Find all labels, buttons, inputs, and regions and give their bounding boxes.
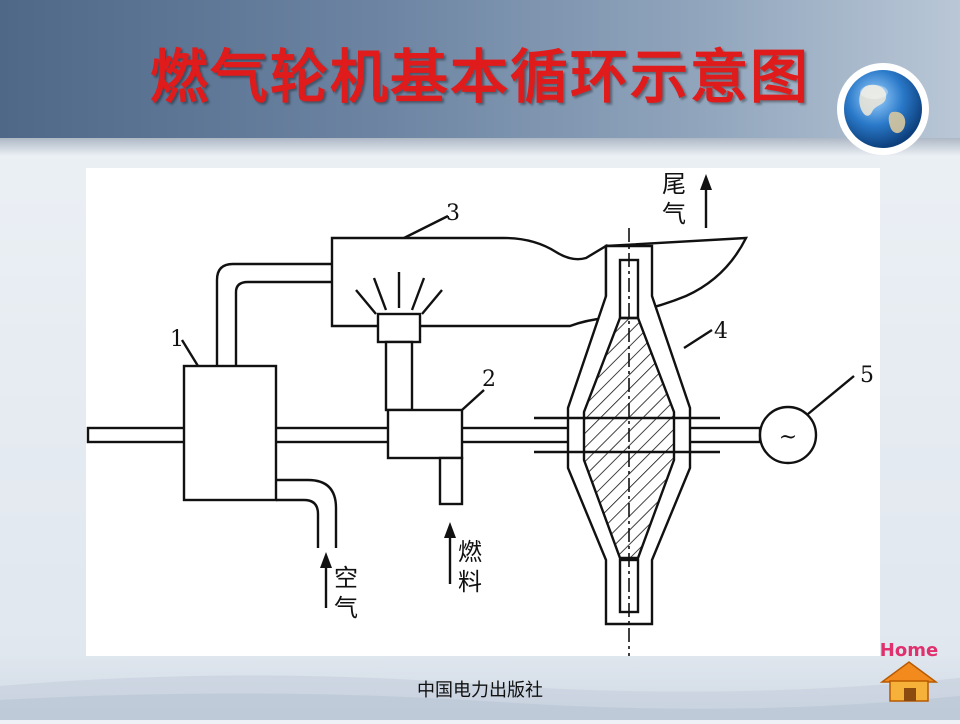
label-4: 4	[714, 319, 728, 344]
fuel-line-vertical	[384, 340, 414, 412]
slide-header	[0, 0, 960, 138]
compressor	[182, 364, 278, 502]
label-3: 3	[446, 201, 460, 226]
globe-icon	[836, 62, 930, 156]
combustion-chamber	[330, 236, 608, 328]
house-icon	[879, 661, 939, 702]
label-air-2: 气	[334, 594, 358, 622]
fuel-nozzle	[376, 312, 422, 344]
label-fuel-2: 料	[458, 568, 482, 596]
label-exhaust-1: 尾	[662, 170, 686, 198]
home-button[interactable]: Home	[876, 636, 942, 704]
publisher-footer: 中国电力出版社	[417, 680, 543, 701]
generator-symbol: ~	[779, 425, 797, 450]
fuel-pump	[386, 408, 464, 460]
label-air-1: 空	[334, 564, 358, 592]
compressed-air-duct	[215, 262, 332, 366]
generator	[758, 405, 818, 465]
slide-title: 燃气轮机基本循环示意图	[149, 43, 810, 111]
label-1: 1	[170, 327, 184, 352]
gas-turbine-cycle-diagram: ~ 1 2 3 4 5 空 气 燃 料 尾 气	[86, 168, 880, 658]
header-shadow	[0, 138, 960, 156]
air-intake-pipe	[276, 478, 338, 548]
label-2: 2	[482, 367, 496, 392]
fuel-inlet-pipe	[438, 456, 464, 506]
label-fuel-1: 燃	[458, 538, 482, 566]
label-5: 5	[860, 363, 874, 388]
home-label: Home	[880, 640, 938, 661]
footer-background	[0, 656, 960, 720]
flame-rays	[355, 272, 443, 315]
label-exhaust-2: 气	[662, 200, 686, 228]
